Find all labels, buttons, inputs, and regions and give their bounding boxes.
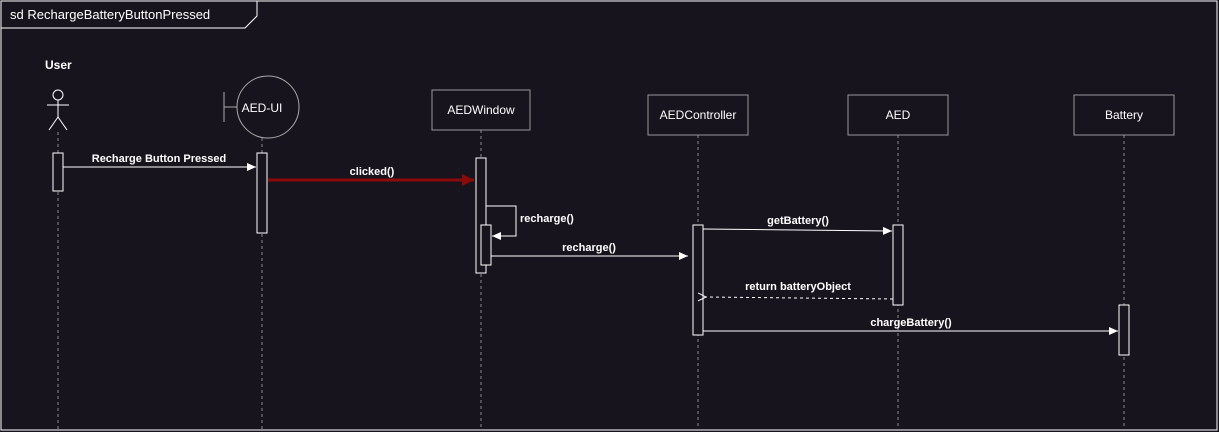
boundary-aed-ui [223,75,300,139]
message-return-battery-object [706,297,894,299]
activation-aed-ui [256,152,268,234]
message-label: return batteryObject [745,281,851,293]
lifeline-head-aedwindow [431,89,531,131]
actor-user [47,89,69,131]
frame-title: sd RechargeBatteryButtonPressed [10,7,210,22]
activation-aed [892,224,904,306]
lifeline-head-aedwindow-label: AEDWindow [447,103,515,117]
activation-battery [1118,304,1130,356]
lifeline-head-aedcontroller [647,94,749,136]
message-label: clicked() [350,166,395,178]
message-get-battery [702,226,893,235]
lifeline-head-aedcontroller-label: AEDController [660,108,737,122]
actor-head-icon [52,89,64,101]
message-label: Recharge Button Pressed [92,153,226,165]
message-label: recharge() [562,242,616,254]
message-self-recharge [486,205,517,240]
activation-aedwindow [475,157,487,274]
lifeline-head-aed [847,94,949,136]
frame-title-tab [1,1,258,29]
activation-user [52,152,64,192]
actor-label: User [45,58,72,72]
activation-aedwindow-nested [480,224,492,266]
activation-aedcontroller [692,224,704,336]
lifeline-head-battery [1073,94,1175,136]
lifeline-head-battery-label: Battery [1105,108,1143,122]
lifeline-head-aed-label: AED [886,108,911,122]
message-label: getBattery() [767,215,829,227]
message-label: recharge() [520,213,574,225]
boundary-label: AED-UI [242,101,283,115]
message-label: chargeBattery() [870,317,952,329]
